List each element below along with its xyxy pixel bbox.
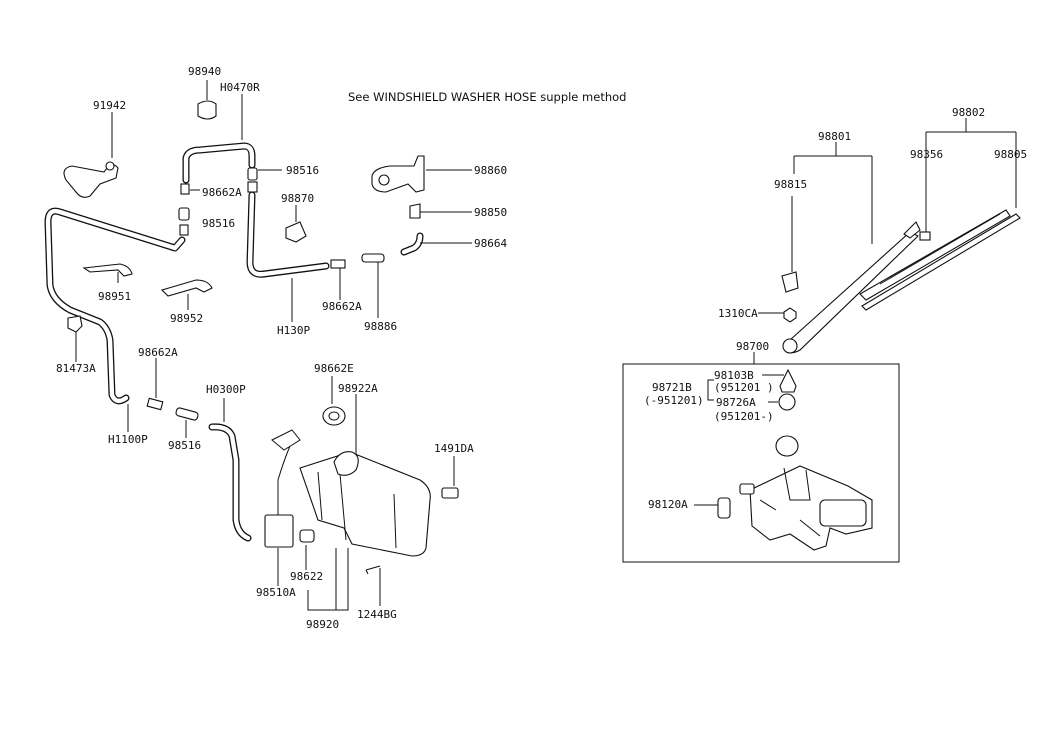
label-98516-b: 98516 — [202, 217, 235, 230]
wiper-arm-98801 — [783, 231, 919, 354]
clip-98951 — [82, 263, 133, 277]
connector-lower — [179, 224, 189, 236]
label-98815: 98815 — [774, 178, 807, 191]
label-98886: 98886 — [364, 320, 397, 333]
washer-reservoir — [264, 406, 459, 575]
cap-98940 — [197, 100, 217, 120]
label-98850: 98850 — [474, 206, 507, 219]
label-h1100p: H1100P — [108, 433, 148, 446]
label-1491da: 1491DA — [434, 442, 474, 455]
label-98356: 98356 — [910, 148, 943, 161]
label-98922a: 98922A — [338, 382, 378, 395]
joint-98516-a — [178, 207, 190, 221]
label-98721b: 98721B — [652, 381, 692, 394]
nozzle-98850 — [409, 203, 421, 219]
label-98805: 98805 — [994, 148, 1027, 161]
bushing-lower — [775, 435, 799, 457]
label-1244bg: 1244BG — [357, 608, 397, 621]
wiper-blade-98805 — [859, 209, 1011, 301]
label-98622: 98622 — [290, 570, 323, 583]
label-98662a-3: 98662A — [138, 346, 178, 359]
washer-hose-system — [44, 100, 425, 542]
label-98802: 98802 — [952, 106, 985, 119]
label-81473a: 81473A — [56, 362, 96, 375]
nozzle-98860 — [371, 155, 425, 193]
connector-98662a-2 — [330, 259, 346, 269]
pump-98510a — [264, 514, 294, 548]
label-98952: 98952 — [170, 312, 203, 325]
clip-81473a — [67, 315, 83, 333]
blade-refill — [861, 213, 1021, 311]
label-minus-951201: (-951201) — [644, 394, 704, 407]
reservoir-98920 — [299, 451, 431, 557]
label-951201-b: (951201-) — [714, 410, 774, 423]
wiper-motor-98120a — [749, 465, 873, 551]
seal-98662e — [322, 406, 346, 426]
label-h0470r: H0470R — [220, 81, 260, 94]
label-98940: 98940 — [188, 65, 221, 78]
label-91942: 91942 — [93, 99, 126, 112]
label-1310ca: 1310CA — [718, 307, 758, 320]
label-98516-c: 98516 — [168, 439, 201, 452]
rear-wiper-assembly — [622, 209, 1021, 563]
grommet-98870 — [285, 221, 307, 243]
label-98860: 98860 — [474, 164, 507, 177]
bushing-98103b — [779, 368, 797, 393]
connector-98662a-3 — [146, 397, 164, 411]
clip-98356 — [919, 231, 931, 241]
reservoir-neck — [333, 451, 359, 476]
hose-h0300p — [208, 423, 252, 542]
connector-98662a-top — [180, 183, 190, 195]
part-labels: 98940 H0470R 91942 98516 98662A 98870 98… — [56, 65, 1027, 631]
label-98870: 98870 — [281, 192, 314, 205]
label-951201-a: (951201 ) — [714, 381, 774, 394]
label-h0300p: H0300P — [206, 383, 246, 396]
supply-method-note: See WINDSHIELD WASHER HOSE supple method — [348, 90, 626, 104]
clip-98952 — [160, 279, 213, 297]
leader-lines — [75, 80, 1017, 611]
label-h130p: H130P — [277, 324, 310, 337]
connector-plug — [717, 497, 731, 519]
label-98726a: 98726A — [716, 396, 756, 409]
label-98662e: 98662E — [314, 362, 354, 375]
label-98103b: 98103B — [714, 369, 754, 382]
label-98662a-1: 98662A — [202, 186, 242, 199]
label-98120a: 98120A — [648, 498, 688, 511]
joint-98886 — [361, 253, 385, 263]
joint-98516-b — [247, 167, 258, 181]
label-98700: 98700 — [736, 340, 769, 353]
cap-98815 — [781, 271, 799, 293]
label-98516-a: 98516 — [286, 164, 319, 177]
joint-98516-c — [175, 407, 199, 421]
fastener-1491da — [441, 487, 459, 499]
label-98951: 98951 — [98, 290, 131, 303]
label-98801: 98801 — [818, 130, 851, 143]
label-98510a: 98510A — [256, 586, 296, 599]
label-98920: 98920 — [306, 618, 339, 631]
grommet-98622 — [299, 529, 315, 543]
label-98664: 98664 — [474, 237, 507, 250]
motor-kit-box — [622, 363, 900, 563]
connector-98516 — [247, 181, 258, 193]
washer-98726a — [778, 393, 796, 411]
nut-1310ca — [783, 307, 797, 323]
label-98662a-2: 98662A — [322, 300, 362, 313]
